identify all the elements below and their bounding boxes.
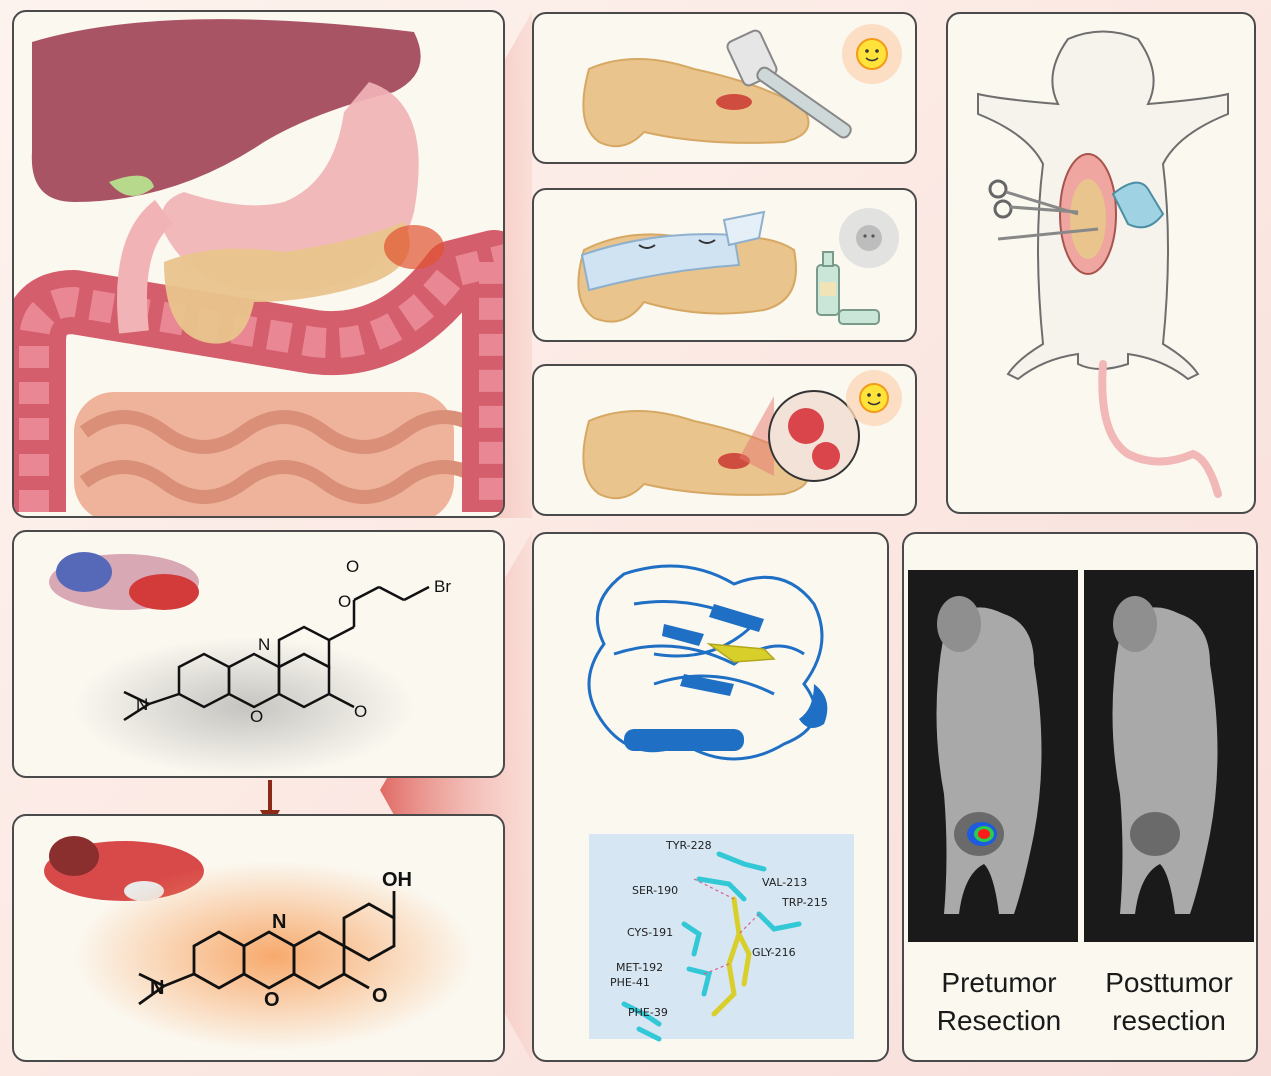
probe-ring-oxygen: O [250,707,263,726]
pancreas-highlight [384,225,444,269]
rat-surgery-panel [946,12,1256,514]
product-ring-oxygen: O [264,989,280,1011]
posttumor-label-line1: Posttumor [1105,967,1233,998]
pancreas-shape-tumor [582,410,810,500]
gray-sun-icon [839,208,899,268]
interaction-lines [693,878,760,975]
pancreas [164,222,410,344]
residue-label-met-192: MET-192 [616,961,663,974]
mouse-pre [936,596,1042,914]
residue-label-trp-215: TRP-215 [781,896,828,909]
sad-eye-left [638,244,656,249]
product-hydroxyl: OH [382,869,412,891]
colon [14,230,503,512]
gallbladder [109,175,154,196]
pancreas-shape [582,58,810,148]
residue-label-val-213: VAL-213 [762,876,807,889]
residue-label-gly-216: GLY-216 [752,946,796,959]
molecular-docking-panel: TYR-228 VAL-213 SER-190 TRP-215 CYS-191 … [532,532,889,1062]
pretumor-label-line2: Resection [936,1005,1062,1036]
protein-beta-sheets [662,604,764,696]
hammer-icon [726,29,852,139]
residue-label-phe-41: PHE-41 [610,976,650,989]
posttumor-label-line2: resection [1112,1005,1226,1036]
tumor-cell [788,408,824,444]
probe-ring-nitrogen: N [258,635,270,654]
probe-ester-oxygen: O [338,592,351,611]
fluorescence-imaging-panel: Pretumor Resection Posttumor resection [902,532,1258,1062]
mouse-post [1112,596,1218,914]
probe-keto-oxygen: O [354,702,367,721]
residue-sticks [621,851,802,1042]
residue-label-phe-39: PHE-39 [628,1006,668,1019]
probe-structure-panel: N O O O O Br N [12,530,505,778]
digestive-organs-panel [12,10,505,518]
rat-organs [1070,179,1106,259]
happy-sun-icon [846,370,902,426]
product-skeleton [138,891,396,1006]
scissors-icon [988,179,1079,219]
protein-helix [624,684,828,751]
probe-skeleton [123,585,430,722]
retractor-icon [1111,181,1165,229]
pretumor-label-line1: Pretumor [941,967,1057,998]
product-structure-panel: N O O OH N [12,814,505,1062]
alcohol-bottle-icon [816,251,880,325]
pretumor-label: Pretumor Resection [914,964,1084,1040]
pancreas-injury-panel [532,12,917,164]
residue-label-tyr-228: TYR-228 [665,839,712,852]
duodenum [117,200,174,334]
bandage [580,233,741,292]
residue-label-cys-191: CYS-191 [627,926,673,939]
product-ring-nitrogen: N [272,911,286,933]
probe-carbonyl-oxygen: O [346,557,359,576]
tumor-cell [812,442,840,470]
posttumor-label: Posttumor resection [1084,964,1254,1040]
pancreatitis-alcohol-panel [532,188,917,342]
zoom-beam [739,396,774,476]
fluorescence-glow [74,861,474,1051]
happy-sun-icon [842,24,902,84]
probe-bromine: Br [434,577,451,596]
pancreatic-tumor-panel [532,364,917,516]
liver [31,19,421,203]
small-intestine [74,392,489,516]
scalpel-icon [997,227,1099,241]
lesion-spot [716,94,752,110]
bound-ligand [706,643,776,663]
electrostatic-surface-map [49,552,199,610]
bandage-tail [722,210,766,247]
sad-eye-right [698,239,716,244]
probe-amine-nitrogen: N [136,695,148,714]
rat-tail [1098,360,1222,498]
residue-label-ser-190: SER-190 [632,884,678,897]
protein-cartoon [587,564,824,761]
digestive-organs-illustration [14,19,503,516]
product-amine-nitrogen: N [150,977,164,999]
product-keto-oxygen: O [372,985,388,1007]
